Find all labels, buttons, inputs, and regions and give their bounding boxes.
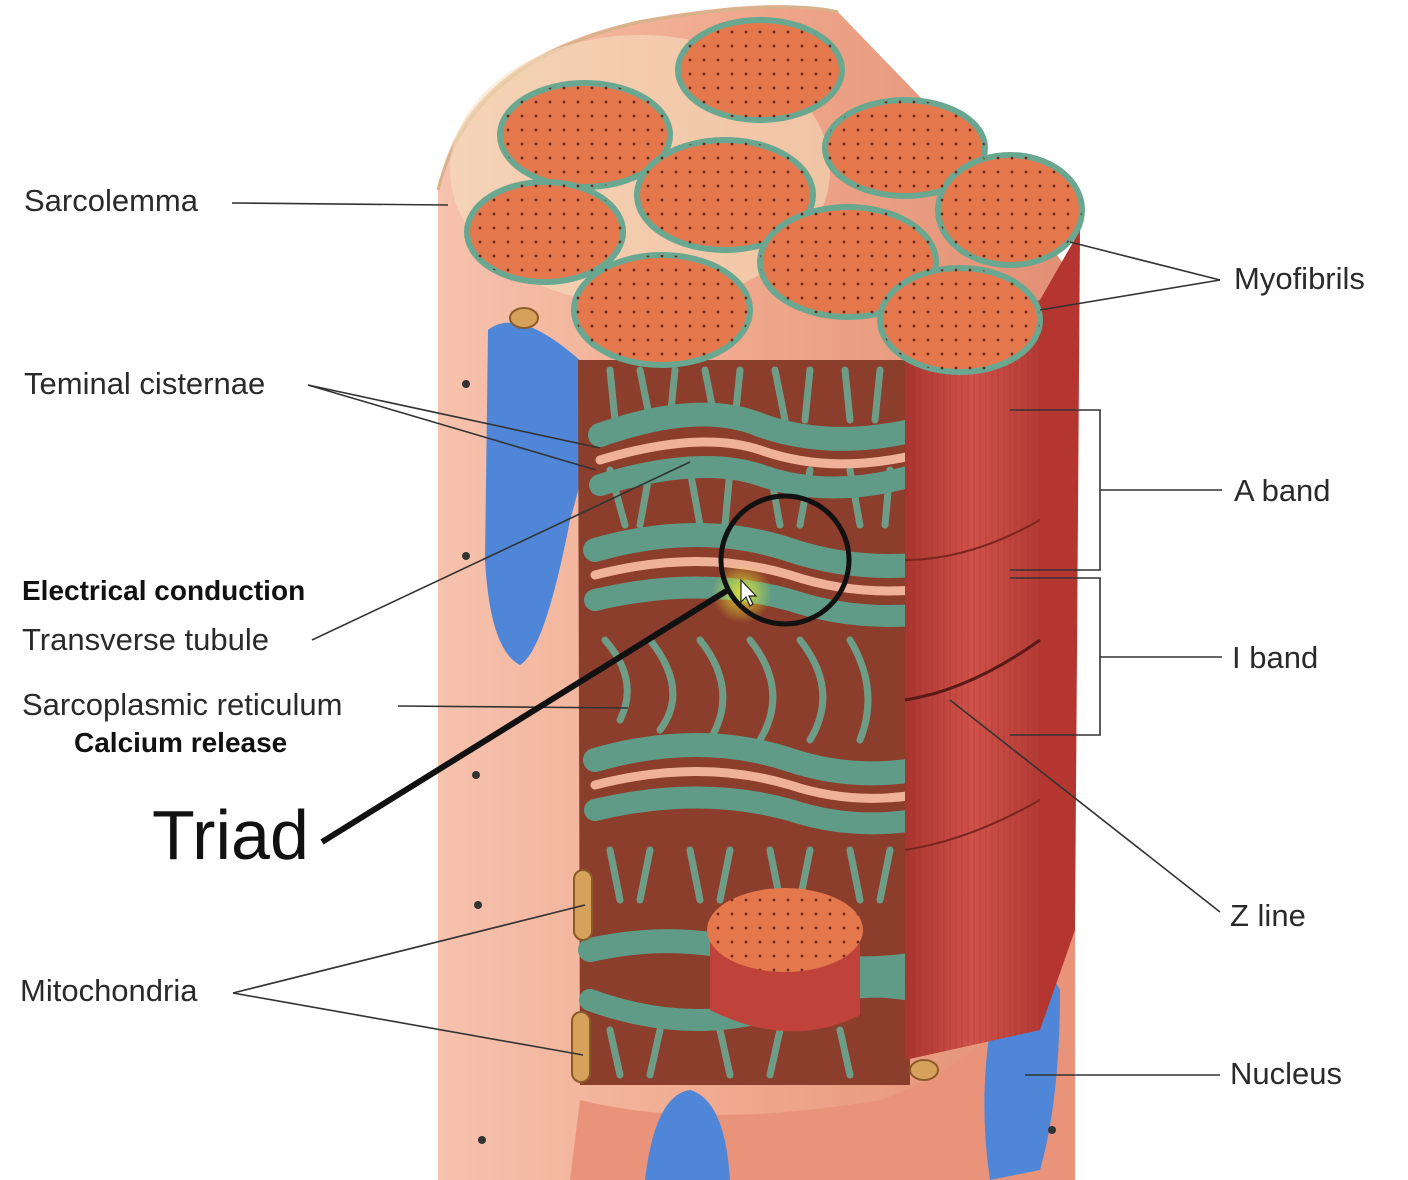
- label-myofibrils: Myofibrils: [1234, 261, 1365, 296]
- triad-circle: [718, 493, 852, 627]
- label-teminal-cisternae: Teminal cisternae: [24, 366, 266, 401]
- leader-lines: [231, 202, 1222, 1076]
- label-sarcoplasmic-reticulum: Sarcoplasmic reticulum: [22, 687, 343, 722]
- label-nucleus: Nucleus: [1230, 1056, 1342, 1091]
- myofibril-cross-sections: [464, 17, 1085, 375]
- mitochondria-shapes: [509, 307, 939, 1083]
- label-i-band: I band: [1232, 640, 1319, 675]
- sarcolemma-pores: [462, 380, 1056, 1144]
- label-sarcolemma: Sarcolemma: [24, 183, 198, 218]
- triad-annotation: [320, 493, 852, 845]
- label-calcium-release: Calcium release: [74, 727, 288, 758]
- label-transverse-tubule: Transverse tubule: [22, 622, 269, 657]
- label-z-line: Z line: [1230, 898, 1306, 933]
- mouse-pointer-icon: [740, 578, 758, 607]
- triad-pointer-line: [320, 587, 730, 845]
- myofibril-columns: [707, 230, 1080, 1060]
- label-triad: Triad: [152, 796, 309, 874]
- label-mitochondria: Mitochondria: [20, 973, 198, 1008]
- label-a-band: A band: [1234, 473, 1331, 508]
- label-electrical-conduction: Electrical conduction: [22, 575, 306, 606]
